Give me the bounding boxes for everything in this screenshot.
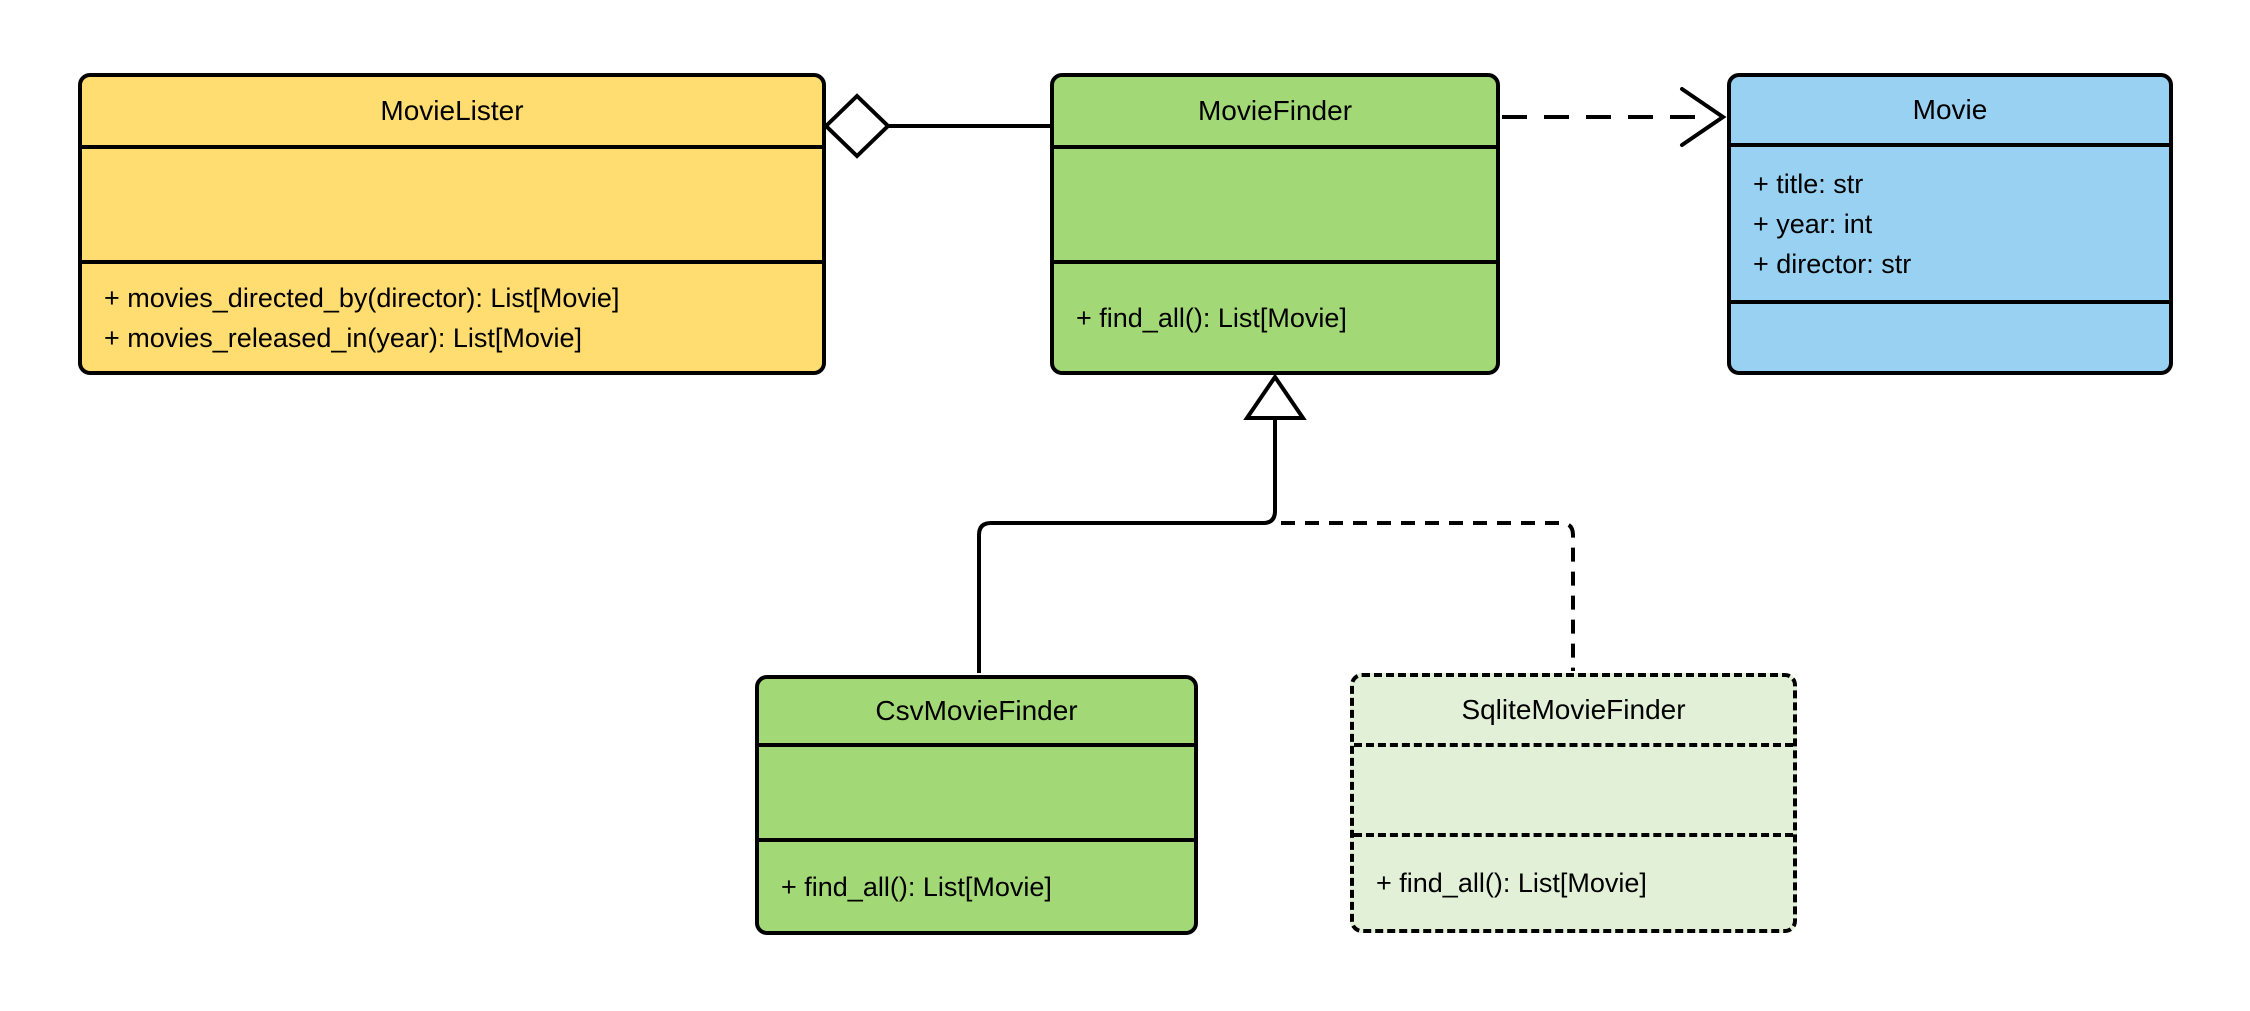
class-csvmoviefinder-methods-compartment: + find_all(): List[Movie] [759, 838, 1194, 931]
class-sqlitemoviefinder-methods-compartment: + find_all(): List[Movie] [1354, 833, 1793, 929]
class-movielister-title: MovieLister [380, 95, 524, 126]
class-moviefinder[interactable]: MovieFinder + find_all(): List[Movie] [1050, 73, 1500, 375]
aggregation-diamond-icon [823, 93, 891, 159]
attribute-label: + title: str [1753, 168, 1864, 199]
inheritance-edge-sqlitemoviefinder-moviefinder[interactable] [1281, 521, 1575, 671]
class-moviefinder-title: MovieFinder [1197, 95, 1353, 126]
inheritance-triangle-icon [1243, 373, 1307, 420]
class-csvmoviefinder[interactable]: CsvMovieFinder + find_all(): List[Movie] [755, 675, 1198, 935]
attribute-label: + year: int [1753, 208, 1873, 239]
aggregation-edge-movielister-moviefinder[interactable] [823, 93, 1052, 159]
class-movielister-methods-compartment: + movies_directed_by(director): List[Mov… [82, 260, 822, 371]
inheritance-edge-csvmoviefinder-moviefinder[interactable] [977, 373, 1307, 673]
method-label: + find_all(): List[Movie] [1376, 868, 1647, 898]
class-moviefinder-attributes-compartment [1054, 145, 1496, 260]
method-label: + movies_released_in(year): List[Movie] [104, 322, 582, 353]
class-movielister-attributes-compartment [82, 145, 822, 260]
dependency-open-arrow-icon [1680, 87, 1727, 147]
method-label: + find_all(): List[Movie] [781, 871, 1052, 902]
class-movielister[interactable]: MovieLister + movies_directed_by(directo… [78, 73, 826, 375]
method-label: + movies_directed_by(director): List[Mov… [104, 282, 620, 313]
class-movie-methods-compartment [1731, 300, 2169, 371]
dependency-edge-moviefinder-movie[interactable] [1502, 87, 1727, 147]
class-csvmoviefinder-title: CsvMovieFinder [875, 695, 1078, 726]
class-moviefinder-methods-compartment: + find_all(): List[Movie] [1054, 260, 1496, 371]
class-sqlitemoviefinder[interactable]: SqliteMovieFinder + find_all(): List[Mov… [1350, 673, 1797, 933]
attribute-label: + director: str [1753, 248, 1912, 279]
class-movie[interactable]: Movie + title: str + year: int + directo… [1727, 73, 2173, 375]
class-movie-title: Movie [1912, 94, 1988, 125]
class-sqlitemoviefinder-attributes-compartment [1354, 743, 1793, 833]
class-csvmoviefinder-attributes-compartment [759, 743, 1194, 838]
method-label: + find_all(): List[Movie] [1076, 302, 1347, 333]
class-sqlitemoviefinder-title: SqliteMovieFinder [1461, 694, 1686, 725]
class-movie-attributes-compartment: + title: str + year: int + director: str [1731, 143, 2169, 300]
